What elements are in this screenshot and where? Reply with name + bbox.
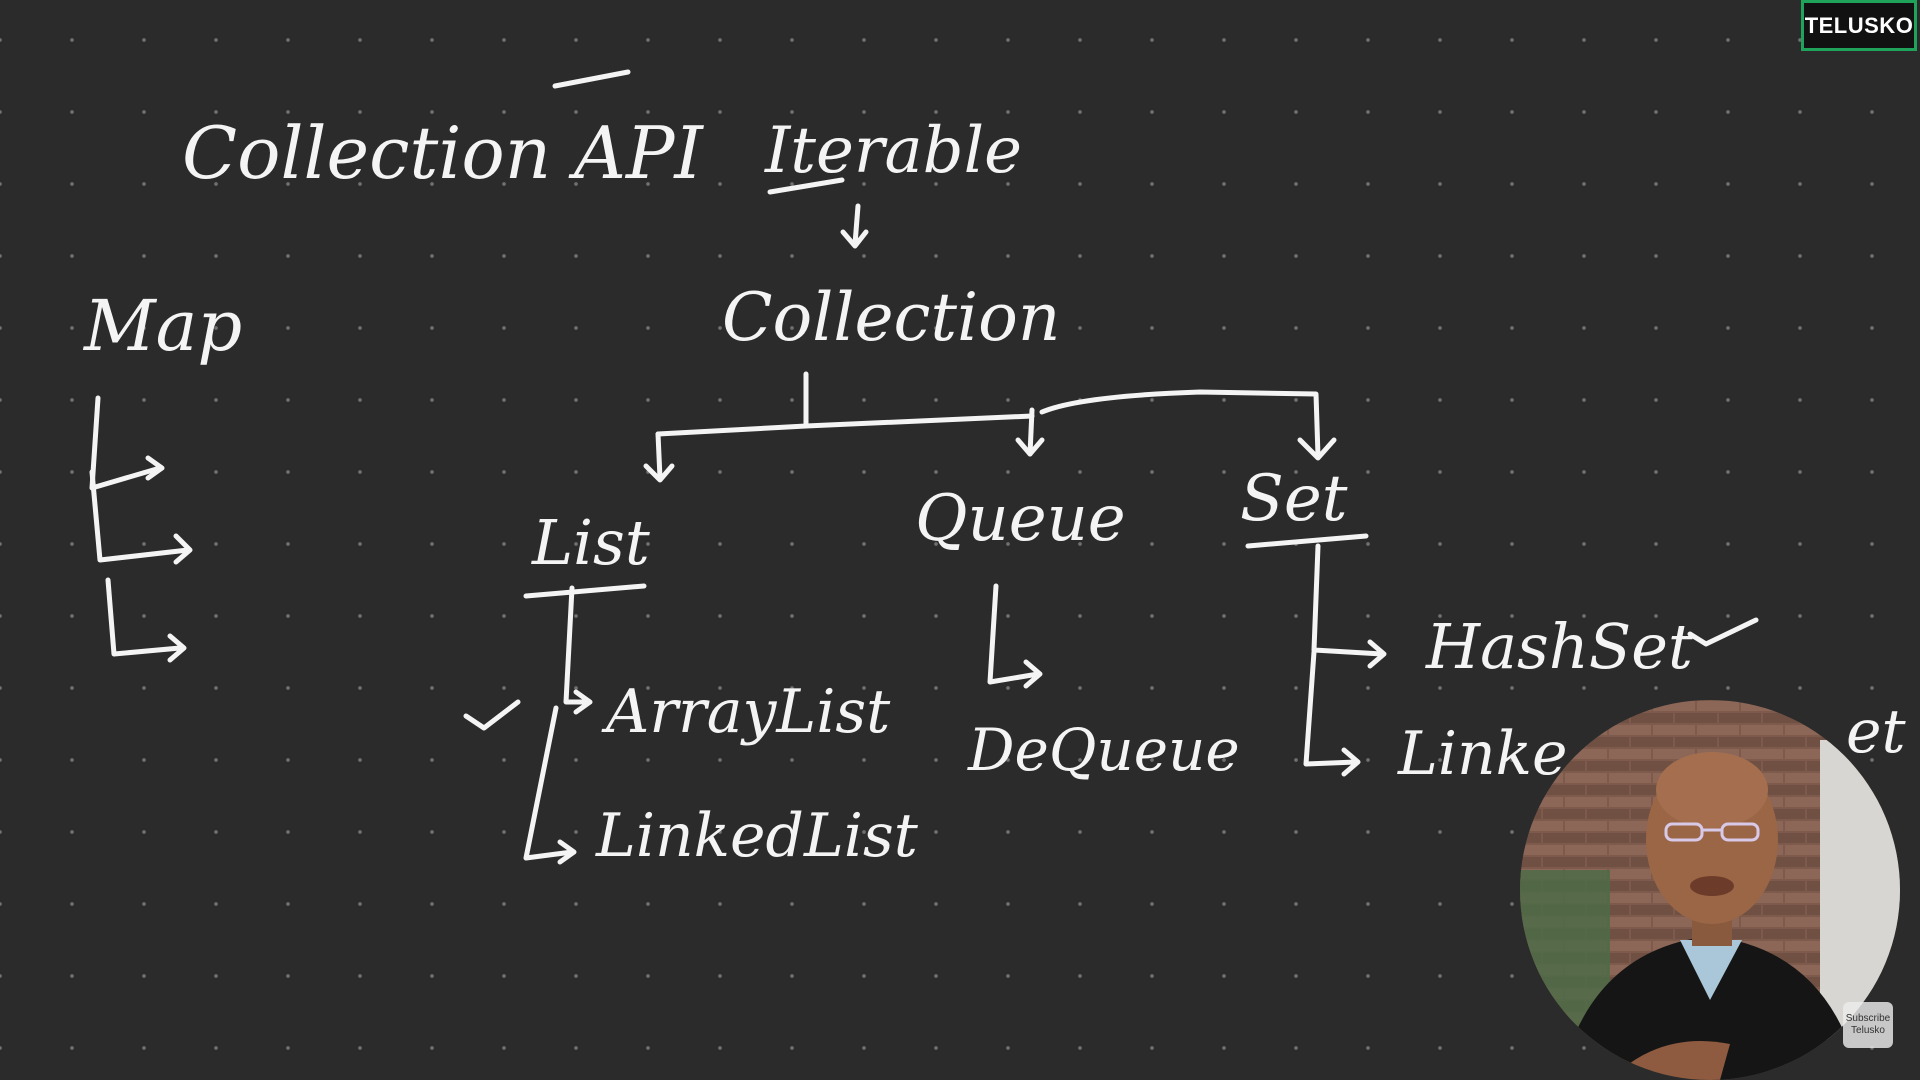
queue-drop	[1027, 407, 1035, 457]
queue-arrow-head	[1015, 437, 1045, 457]
set-underline	[1245, 533, 1369, 549]
linkedhashset-node-start: Linke	[1397, 719, 1568, 789]
collection-node: Collection	[722, 279, 1060, 356]
subscribe-button[interactable]: Subscribe Telusko	[1843, 1002, 1893, 1048]
set-to-hashset	[1311, 543, 1385, 657]
set-node: Set	[1240, 462, 1348, 536]
list-to-linkedlist	[523, 705, 575, 861]
title-underline	[552, 69, 631, 89]
linkedhashset-node-end: et	[1846, 697, 1907, 767]
arraylist-arrow-head	[573, 689, 593, 715]
telusko-logo: TELUSKO	[1801, 0, 1917, 51]
iterable-underline	[767, 177, 845, 195]
iterable-to-collection-arrow	[852, 203, 861, 247]
map-arrow-2	[89, 469, 191, 563]
iterable-node: Iterable	[764, 114, 1022, 188]
collection-branch-lines	[643, 371, 1337, 483]
set-arrow-head	[1297, 437, 1337, 461]
list-to-arraylist	[563, 585, 591, 705]
queue-to-dequeue	[987, 583, 1041, 685]
dequeue-node: DeQueue	[967, 716, 1240, 784]
map-arrow-1-head	[145, 455, 165, 481]
presenter-image	[1520, 700, 1900, 1080]
set-branch-line	[1039, 389, 1321, 459]
linkedlist-node: LinkedList	[595, 801, 919, 871]
diagram-title: Collection API	[182, 111, 704, 195]
map-arrow-2-head	[173, 533, 193, 565]
logo-text: TELUSKO	[1804, 12, 1914, 38]
subscribe-label: Subscribe	[1845, 1013, 1891, 1024]
linkedhashset-arrow-head	[1341, 747, 1361, 777]
set-to-linkedhashset	[1303, 649, 1359, 767]
hashset-checkmark	[1687, 617, 1759, 647]
list-node: List	[531, 506, 650, 579]
list-arrow-head	[643, 463, 675, 483]
list-underline	[523, 583, 647, 599]
arraylist-checkmark	[463, 699, 521, 731]
list-drop	[655, 431, 663, 481]
map-arrow-3	[105, 577, 183, 657]
map-branch-arrows	[89, 395, 193, 663]
subscribe-channel-label: Telusko	[1851, 1025, 1885, 1036]
presenter-webcam	[1520, 700, 1900, 1080]
map-label: Map	[82, 285, 242, 367]
arraylist-node: ArrayList	[601, 677, 891, 747]
hashset-arrow-head	[1367, 639, 1387, 669]
iterable-arrow-head	[840, 229, 869, 249]
map-arrow-3-head	[167, 633, 187, 663]
linkedlist-arrow-head	[557, 839, 577, 865]
branch-horizontal-left	[655, 413, 1035, 437]
hashset-node: HashSet	[1425, 610, 1693, 683]
dequeue-arrow-head	[1023, 659, 1043, 689]
queue-node: Queue	[915, 482, 1126, 556]
